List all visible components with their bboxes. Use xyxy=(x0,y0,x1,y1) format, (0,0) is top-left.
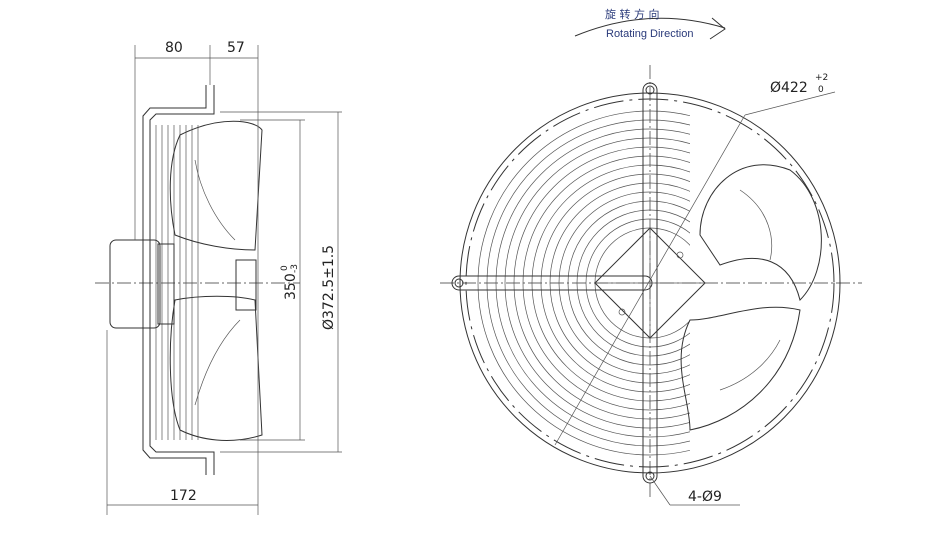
blade-lower xyxy=(169,295,263,441)
dim-holes: 4-Ø9 xyxy=(688,489,722,505)
grille-ring xyxy=(504,137,650,429)
dim-350-tol-upper: 0 xyxy=(280,265,290,271)
mount-hole xyxy=(645,471,655,481)
grille-ring xyxy=(495,128,650,438)
motor-body xyxy=(109,239,161,329)
grille-ring xyxy=(486,119,650,447)
dim-350-tol-lower: -3 xyxy=(290,264,300,273)
grille-ring xyxy=(477,110,650,456)
grille-ring xyxy=(558,191,650,375)
dim-422-tol-upper: +2 xyxy=(815,73,828,83)
dim-80: 80 xyxy=(165,40,183,56)
grille-ring xyxy=(585,218,650,348)
grille-ring xyxy=(513,146,650,420)
mount-hole xyxy=(454,278,464,288)
mount-hole xyxy=(645,85,655,95)
rotation-label-cn: 旋 转 方 向 xyxy=(605,7,660,21)
grille-ring xyxy=(522,155,650,411)
outer-ring xyxy=(459,92,841,474)
dim-422: Ø422 xyxy=(770,80,808,96)
side-view: 80 57 172 350 0 -3 Ø372.5±1.5 xyxy=(95,40,342,515)
rotation-label-en: Rotating Direction xyxy=(606,28,693,40)
grille-ring xyxy=(576,209,650,357)
grille-ring xyxy=(567,200,650,366)
dim-172: 172 xyxy=(170,488,197,504)
grille-ring xyxy=(531,164,650,402)
hub xyxy=(235,259,257,311)
grille-ring xyxy=(549,182,650,384)
housing-fins xyxy=(155,125,199,440)
blade-upper xyxy=(169,120,263,251)
dim-372: Ø372.5±1.5 xyxy=(321,245,337,330)
dim-422-tol-lower: 0 xyxy=(818,85,824,95)
housing-flange xyxy=(142,85,207,475)
front-view: Ø422 +2 0 4-Ø9 xyxy=(440,65,862,506)
rotation-direction: 旋 转 方 向 Rotating Direction xyxy=(574,7,726,40)
grille-ring xyxy=(540,173,650,393)
blade-bottom xyxy=(680,306,801,431)
blade-right xyxy=(699,164,822,301)
dim-57: 57 xyxy=(227,40,245,56)
dim-350: 350 xyxy=(283,273,299,300)
rotation-arrow xyxy=(574,17,726,37)
